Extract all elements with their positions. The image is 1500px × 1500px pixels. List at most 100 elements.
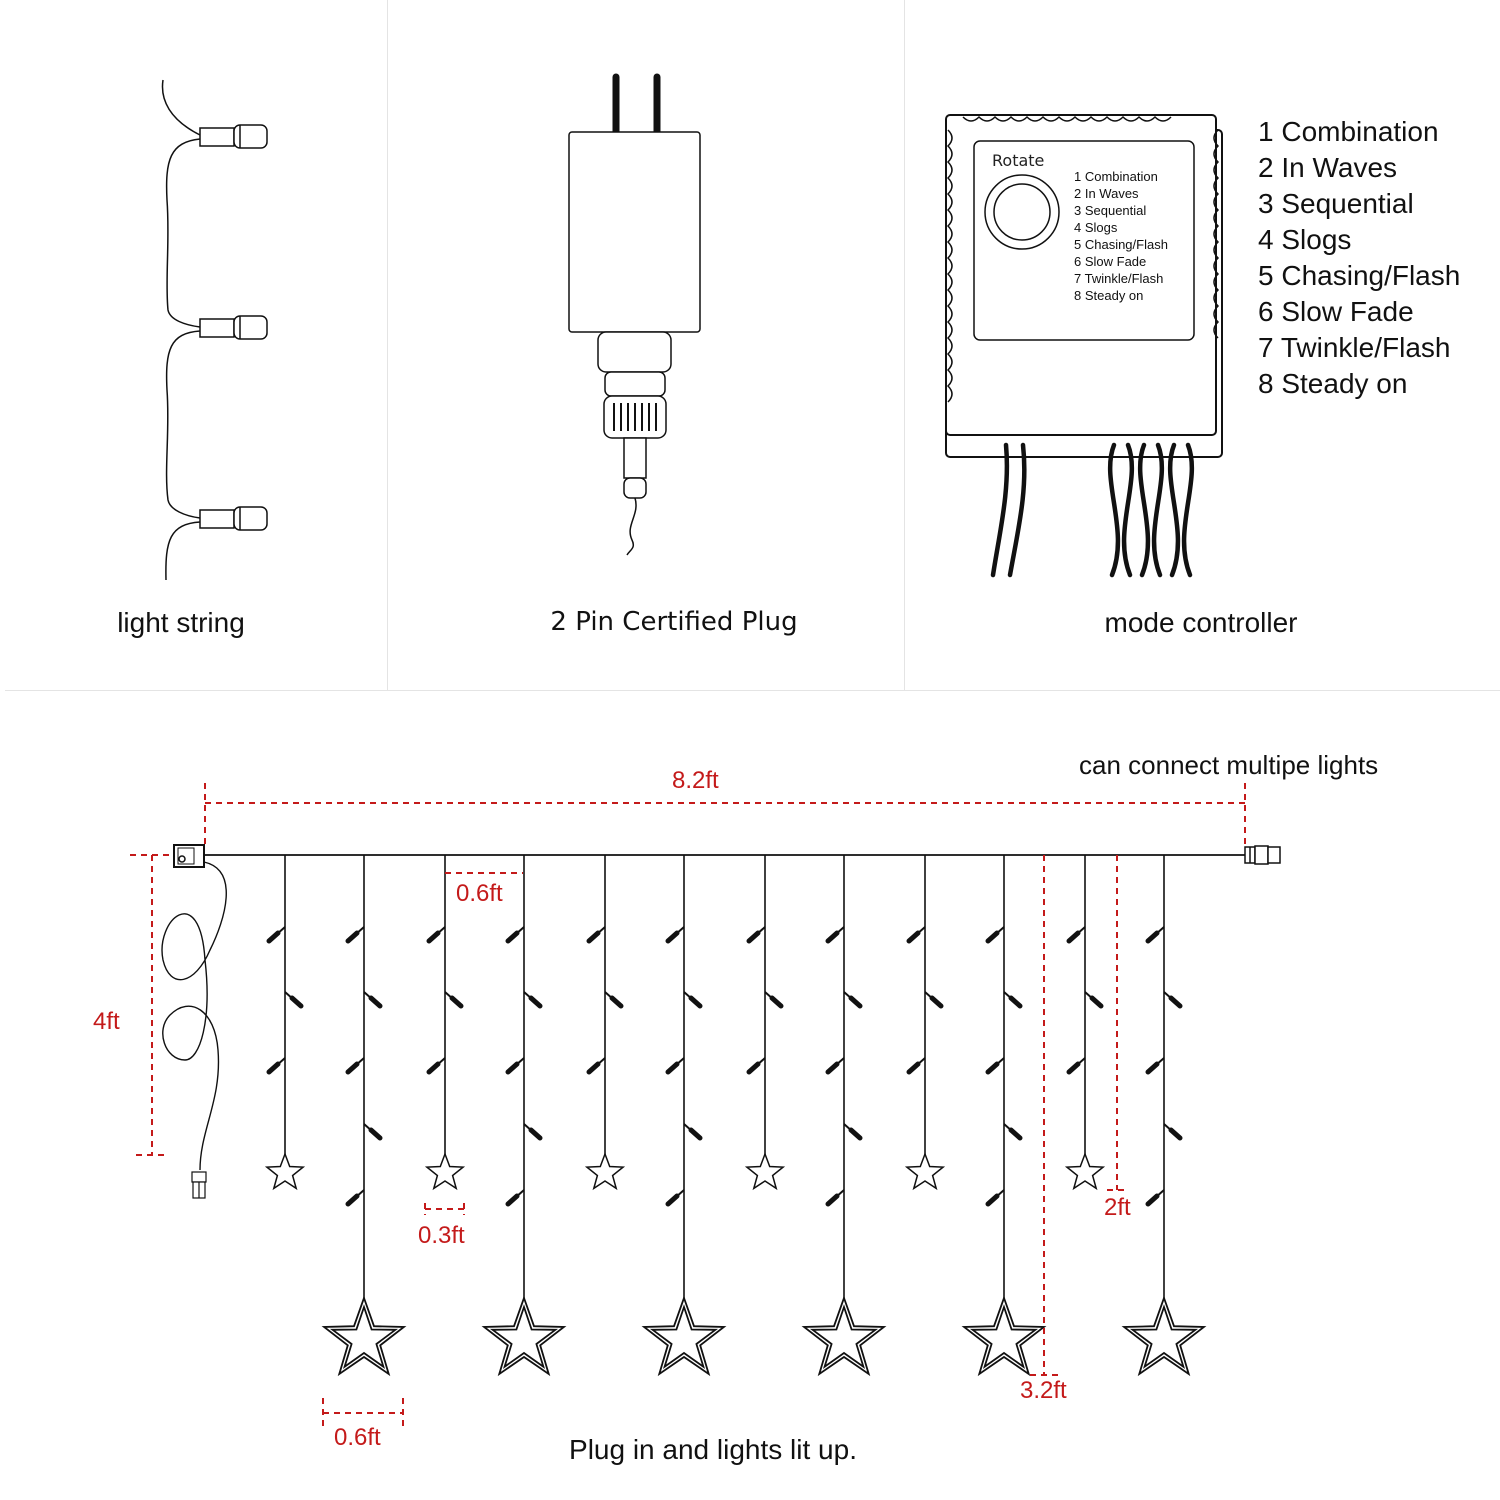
caption-light-string: light string bbox=[117, 607, 245, 638]
large-star-inner-icon bbox=[1129, 1304, 1199, 1369]
bulb-icon bbox=[1163, 1123, 1183, 1141]
bulb-icon bbox=[843, 1123, 863, 1141]
bulb-icon bbox=[906, 926, 926, 944]
caption-controller: mode controller bbox=[1104, 607, 1298, 638]
bulb-icon bbox=[843, 991, 863, 1009]
lead-cable bbox=[161, 861, 227, 1171]
bulb-icon bbox=[363, 991, 383, 1009]
small-mode-7: 7 Twinkle/Flash bbox=[1074, 271, 1164, 286]
small-mode-6: 6 Slow Fade bbox=[1074, 254, 1147, 269]
bulb-icon bbox=[985, 1189, 1005, 1207]
bulb-icon bbox=[505, 926, 525, 944]
connect-note: can connect multipe lights bbox=[1079, 750, 1379, 780]
large-star-inner-icon bbox=[969, 1304, 1039, 1369]
bulb-icon bbox=[985, 1057, 1005, 1075]
large-star-inner-icon bbox=[649, 1304, 719, 1369]
bulb-icon bbox=[586, 926, 606, 944]
short-strand bbox=[424, 855, 466, 1191]
bulb-icon bbox=[746, 1057, 766, 1075]
mode-item-1: 1 Combination bbox=[1258, 116, 1439, 147]
bulb-icon bbox=[825, 926, 845, 944]
bulb-icon bbox=[1003, 991, 1023, 1009]
controller-mode-legend-small: 1 Combination 2 In Waves 3 Sequential 4 … bbox=[1074, 168, 1168, 304]
bulb-icon bbox=[665, 1057, 685, 1075]
bulb-icon bbox=[683, 1123, 703, 1141]
small-star-icon bbox=[1064, 1151, 1106, 1191]
bulb-icon bbox=[345, 1189, 365, 1207]
controller-box-icon bbox=[173, 844, 205, 868]
bulb-icon bbox=[825, 1189, 845, 1207]
large-star-inner-icon bbox=[329, 1304, 399, 1369]
long-strand bbox=[481, 855, 567, 1377]
dim-label-total-width: 8.2ft bbox=[672, 767, 719, 794]
small-star-icon bbox=[424, 1151, 466, 1191]
small-mode-1: 1 Combination bbox=[1074, 169, 1158, 184]
small-star-icon bbox=[264, 1151, 306, 1191]
mode-item-2: 2 In Waves bbox=[1258, 152, 1398, 183]
bulb-icon bbox=[825, 1057, 845, 1075]
top-illustrations bbox=[161, 73, 1223, 581]
long-strand bbox=[321, 855, 407, 1377]
small-mode-4: 4 Slogs bbox=[1074, 220, 1118, 235]
mode-item-3: 3 Sequential bbox=[1258, 188, 1414, 219]
bulb-icon bbox=[363, 1123, 383, 1141]
long-strand bbox=[641, 855, 727, 1377]
small-star-icon bbox=[744, 1151, 786, 1191]
dim-label-short-strand: 2ft bbox=[1104, 1194, 1131, 1221]
bulb-icon bbox=[444, 991, 464, 1009]
bulb-icon bbox=[604, 991, 624, 1009]
small-star-icon bbox=[904, 1151, 946, 1191]
divider-vertical-2 bbox=[904, 0, 905, 690]
footer-caption: Plug in and lights lit up. bbox=[569, 1434, 857, 1465]
bulb-icon bbox=[586, 1057, 606, 1075]
bulb-icon bbox=[1145, 1189, 1165, 1207]
bulb-icon bbox=[426, 1057, 446, 1075]
mode-item-5: 5 Chasing/Flash bbox=[1258, 260, 1461, 291]
short-strand bbox=[904, 855, 946, 1191]
caption-plug: 2 Pin Certified Plug bbox=[550, 607, 798, 637]
bulb-icon bbox=[266, 926, 286, 944]
small-mode-3: 3 Sequential bbox=[1074, 203, 1147, 218]
short-strand bbox=[1064, 855, 1106, 1191]
dim-label-large-star: 0.6ft bbox=[334, 1424, 381, 1451]
bulb-icon bbox=[1084, 991, 1104, 1009]
controller-icon bbox=[945, 114, 1223, 578]
dim-label-lead: 4ft bbox=[93, 1008, 120, 1035]
bulb-icon bbox=[284, 991, 304, 1009]
light-string-icon bbox=[161, 79, 268, 581]
bulb-icon bbox=[345, 926, 365, 944]
bulb-icon bbox=[266, 1057, 286, 1075]
bulb-icon bbox=[1003, 1123, 1023, 1141]
short-strand bbox=[264, 855, 306, 1191]
bulb-icon bbox=[505, 1189, 525, 1207]
bulb-icon bbox=[683, 991, 703, 1009]
mode-item-4: 4 Slogs bbox=[1258, 224, 1352, 255]
long-strand bbox=[961, 855, 1047, 1377]
mode-item-8: 8 Steady on bbox=[1258, 368, 1408, 399]
bulb-icon bbox=[345, 1057, 365, 1075]
long-strand bbox=[801, 855, 887, 1377]
divider-vertical-1 bbox=[387, 0, 388, 690]
small-mode-5: 5 Chasing/Flash bbox=[1074, 237, 1168, 252]
short-strand bbox=[584, 855, 626, 1191]
bulb-icon bbox=[665, 1189, 685, 1207]
small-mode-8: 8 Steady on bbox=[1074, 288, 1144, 303]
bulb-icon bbox=[505, 1057, 525, 1075]
bulb-icon bbox=[985, 926, 1005, 944]
bulb-icon bbox=[1163, 991, 1183, 1009]
divider-horizontal bbox=[5, 690, 1500, 691]
bulb-icon bbox=[764, 991, 784, 1009]
bulb-icon bbox=[1145, 926, 1165, 944]
bulb-icon bbox=[1066, 1057, 1086, 1075]
dim-label-spacing: 0.6ft bbox=[456, 880, 503, 907]
rotate-label: Rotate bbox=[992, 151, 1045, 170]
bulb-icon bbox=[746, 926, 766, 944]
long-strand bbox=[1121, 855, 1207, 1377]
bulb-icon bbox=[426, 926, 446, 944]
mode-item-7: 7 Twinkle/Flash bbox=[1258, 332, 1451, 363]
end-connector-icon bbox=[1244, 845, 1281, 865]
plug-end-icon bbox=[191, 1171, 207, 1199]
large-star-inner-icon bbox=[809, 1304, 879, 1369]
bulb-icon bbox=[1066, 926, 1086, 944]
